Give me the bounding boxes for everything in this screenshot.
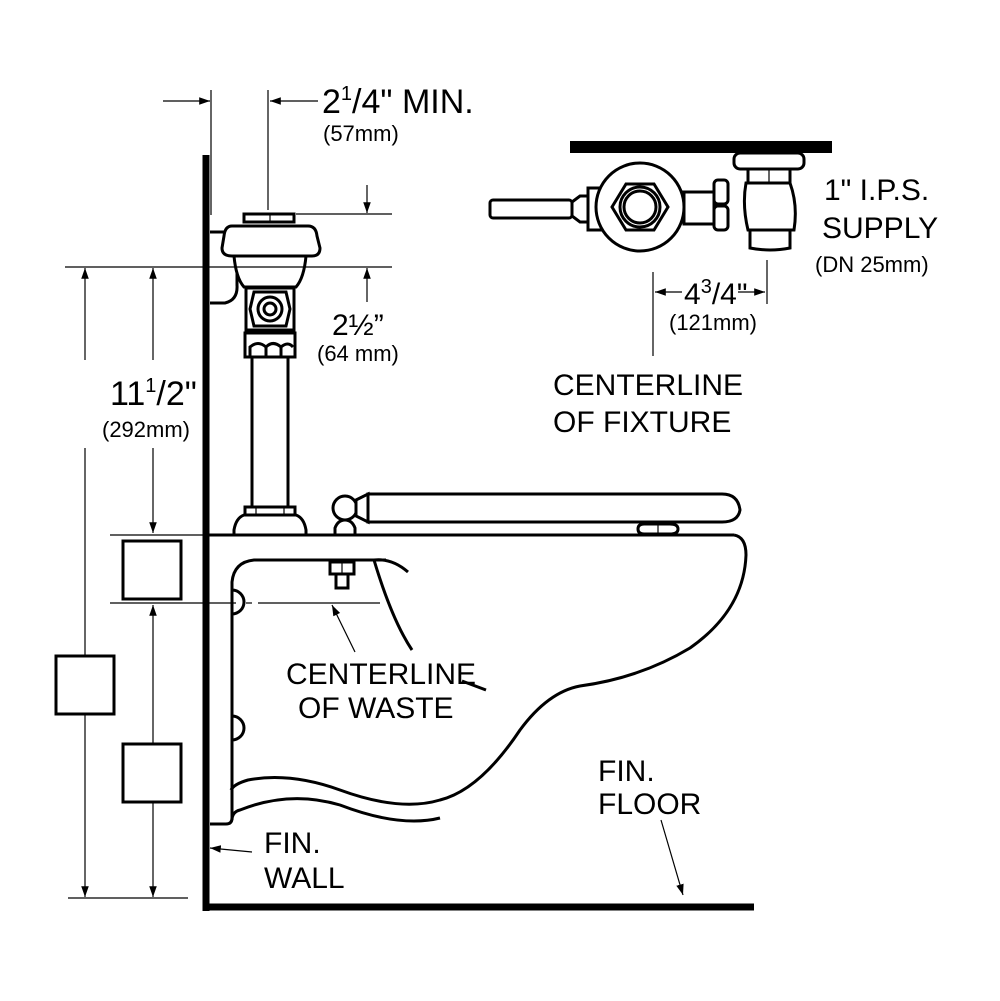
- waste-label-line1: CENTERLINE: [286, 658, 476, 691]
- fin-wall-label: FIN. WALL: [264, 827, 345, 895]
- dimension-fraction-num: 1: [145, 375, 156, 397]
- svg-text:21/4" MIN.: 21/4" MIN.: [322, 83, 474, 121]
- supply-label: 1" I.P.S. SUPPLY (DN 25mm): [815, 174, 938, 277]
- fixture-label-line1: CENTERLINE: [553, 369, 743, 402]
- fixture-label-line2: OF FIXTURE: [553, 406, 731, 439]
- flush-valve-top-view: [488, 141, 832, 253]
- dimension-fraction-den: 2: [166, 375, 185, 413]
- wall-label-line2: WALL: [264, 862, 345, 895]
- dimension-supply-height: [54, 268, 206, 899]
- centerline-of-fixture-label: CENTERLINE OF FIXTURE: [553, 369, 743, 439]
- dimension-fraction-den: 4: [720, 278, 737, 311]
- flush-valve-side-view: [210, 212, 322, 537]
- svg-text:43/4": 43/4": [684, 276, 748, 311]
- valve-height-imperial: 2½”: [332, 309, 384, 342]
- toilet-seat: [331, 491, 742, 537]
- valve-offset-metric: (57mm): [323, 121, 399, 146]
- dimension-suffix: ": [737, 278, 748, 311]
- waste-label-line2: OF WASTE: [298, 692, 454, 725]
- dimension-fraction-den: 4: [362, 83, 381, 121]
- valve-height-metric: (64 mm): [317, 341, 399, 366]
- fin-floor-leader: [660, 819, 684, 896]
- supply-height-metric: (292mm): [102, 417, 190, 442]
- supply-height-label: 111/2" (292mm): [102, 375, 197, 442]
- dimension-valve-offset: [163, 90, 318, 215]
- dimension-box: [121, 539, 183, 601]
- valve-height-label: 2½” (64 mm): [317, 309, 399, 366]
- centerline-of-waste-label: CENTERLINE OF WASTE: [286, 658, 476, 725]
- supply-wall: [570, 141, 832, 153]
- wall-label-line1: FIN.: [264, 827, 321, 860]
- supply-label-line1: 1" I.P.S.: [824, 174, 929, 207]
- floor-label-line2: FLOOR: [598, 788, 701, 821]
- fin-floor-label: FIN. FLOOR: [598, 755, 701, 821]
- fin-wall-leader: [209, 845, 253, 853]
- supply-label-line2: SUPPLY: [822, 212, 938, 245]
- dimension-supply-offset: [652, 260, 768, 356]
- dimension-fraction-num: 3: [701, 276, 712, 298]
- dimension-whole: 11: [110, 375, 145, 413]
- svg-text:111/2": 111/2": [110, 375, 197, 413]
- floor-label-line1: FIN.: [598, 755, 655, 788]
- dimension-whole: 2: [322, 83, 341, 121]
- supply-label-line3: (DN 25mm): [815, 252, 929, 277]
- dimension-whole: 4: [684, 278, 701, 311]
- dimension-box: [54, 654, 116, 716]
- valve-offset-label: 21/4" MIN. (57mm): [322, 83, 474, 146]
- toilet-bowl: [206, 533, 748, 826]
- dimension-suffix: ": [185, 375, 197, 413]
- supply-offset-metric: (121mm): [669, 310, 757, 335]
- supply-offset-label: 43/4" (121mm): [669, 276, 757, 335]
- dimension-fraction-num: 1: [341, 83, 352, 105]
- dimension-suffix: " MIN.: [380, 83, 473, 121]
- centerline-of-waste-line: [206, 602, 487, 692]
- dimension-valve-height: [65, 185, 392, 302]
- dimension-box: [121, 742, 183, 804]
